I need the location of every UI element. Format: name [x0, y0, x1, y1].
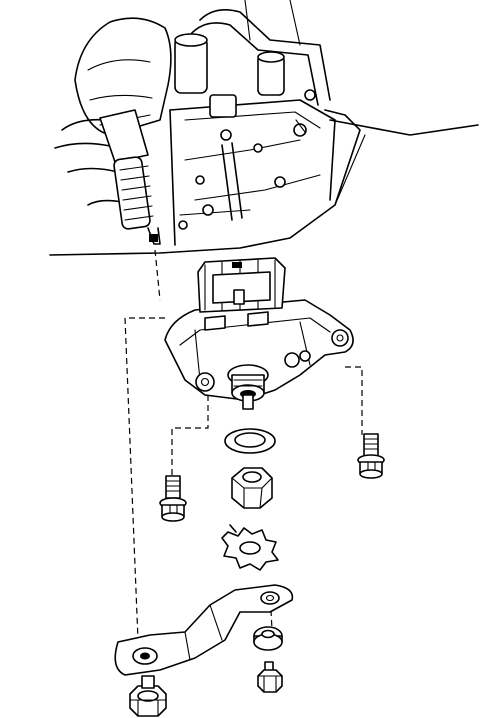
neutral-start-switch: [164, 257, 354, 410]
control-lever: [114, 584, 294, 676]
lever-bolt: [129, 675, 167, 717]
gasket: [224, 428, 276, 454]
bolt-right: [357, 433, 385, 479]
screwdriver: [99, 109, 161, 245]
switch-nut: [231, 467, 273, 509]
lever-nut: [257, 661, 283, 693]
bolt-left: [159, 475, 187, 522]
lock-washer: [221, 524, 279, 571]
transmission-case: [49, 0, 479, 256]
lever-washer: [253, 626, 283, 651]
hand: [54, 17, 172, 206]
